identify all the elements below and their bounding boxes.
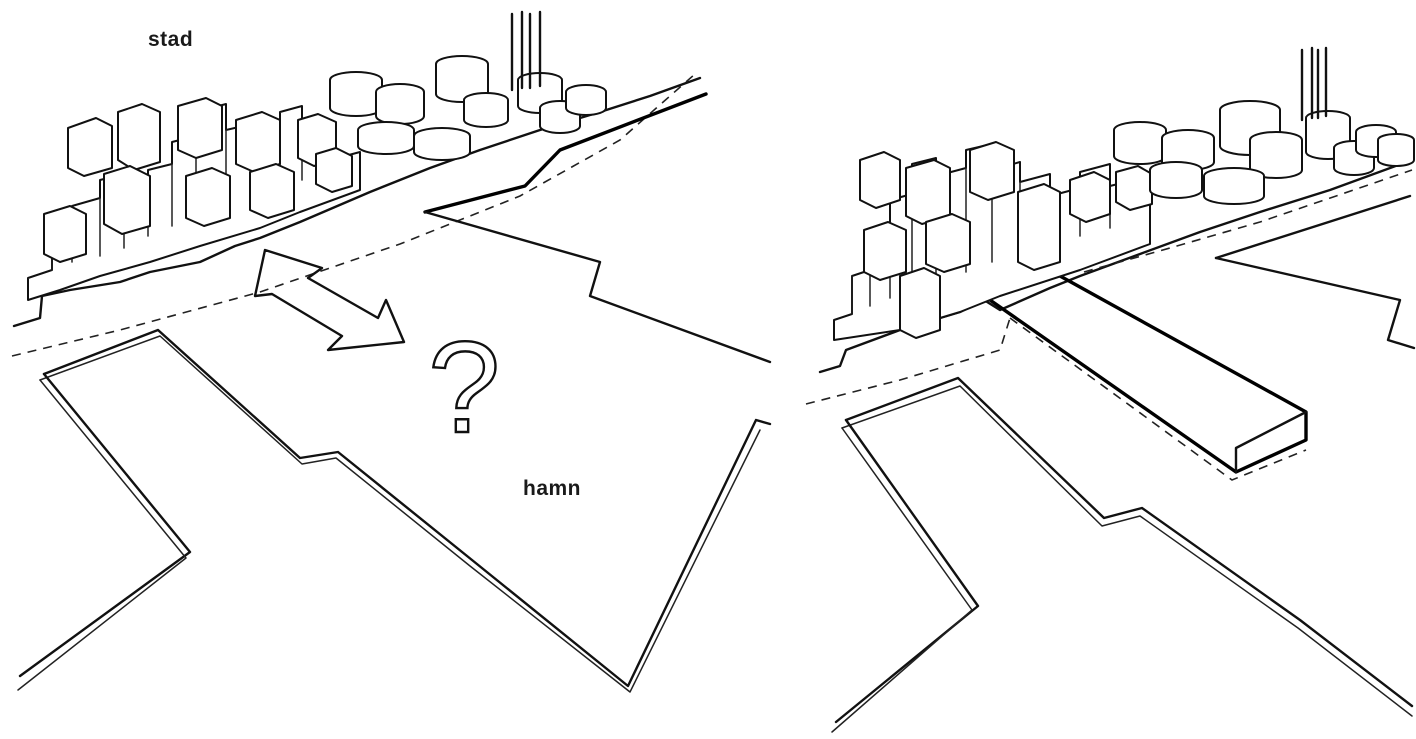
- double-headed-arrow-icon: [253, 248, 406, 352]
- left-harbour-edge: [423, 210, 772, 364]
- right-city-shoreline: [818, 158, 1414, 374]
- right-storage-tanks: [1113, 46, 1415, 205]
- new-pier: [988, 274, 1308, 474]
- left-sketch: ?: [11, 10, 772, 693]
- left-city-buildings: [27, 97, 361, 301]
- right-dashed-boundary: [805, 317, 1011, 405]
- right-quay-land-double: [841, 385, 1413, 717]
- right-city-buildings: [833, 141, 1153, 341]
- right-quay-westside-double: [831, 427, 973, 733]
- left-storage-tanks: [329, 10, 607, 161]
- new-pier-dashed-base: [1009, 317, 1307, 481]
- right-harbour-outline: [1214, 194, 1412, 260]
- left-harbour-outline: [423, 92, 708, 214]
- left-dashed-boundary: [11, 73, 696, 357]
- right-sketch: [805, 46, 1416, 733]
- harbour-label: hamn: [523, 477, 582, 500]
- left-quay-westside: [18, 372, 192, 678]
- new-pier-top-edge: [1234, 410, 1308, 474]
- right-quay-westside: [834, 418, 980, 724]
- city-label: stad: [148, 28, 194, 51]
- left-quay-land: [42, 328, 772, 688]
- right-dashed-boundary-east: [1083, 169, 1413, 273]
- left-quay-land-double: [39, 335, 761, 693]
- question-mark: ?: [428, 314, 500, 460]
- right-harbour-edge: [1214, 256, 1416, 350]
- right-quay-land: [844, 376, 1414, 708]
- left-quay-westside-double: [17, 379, 187, 691]
